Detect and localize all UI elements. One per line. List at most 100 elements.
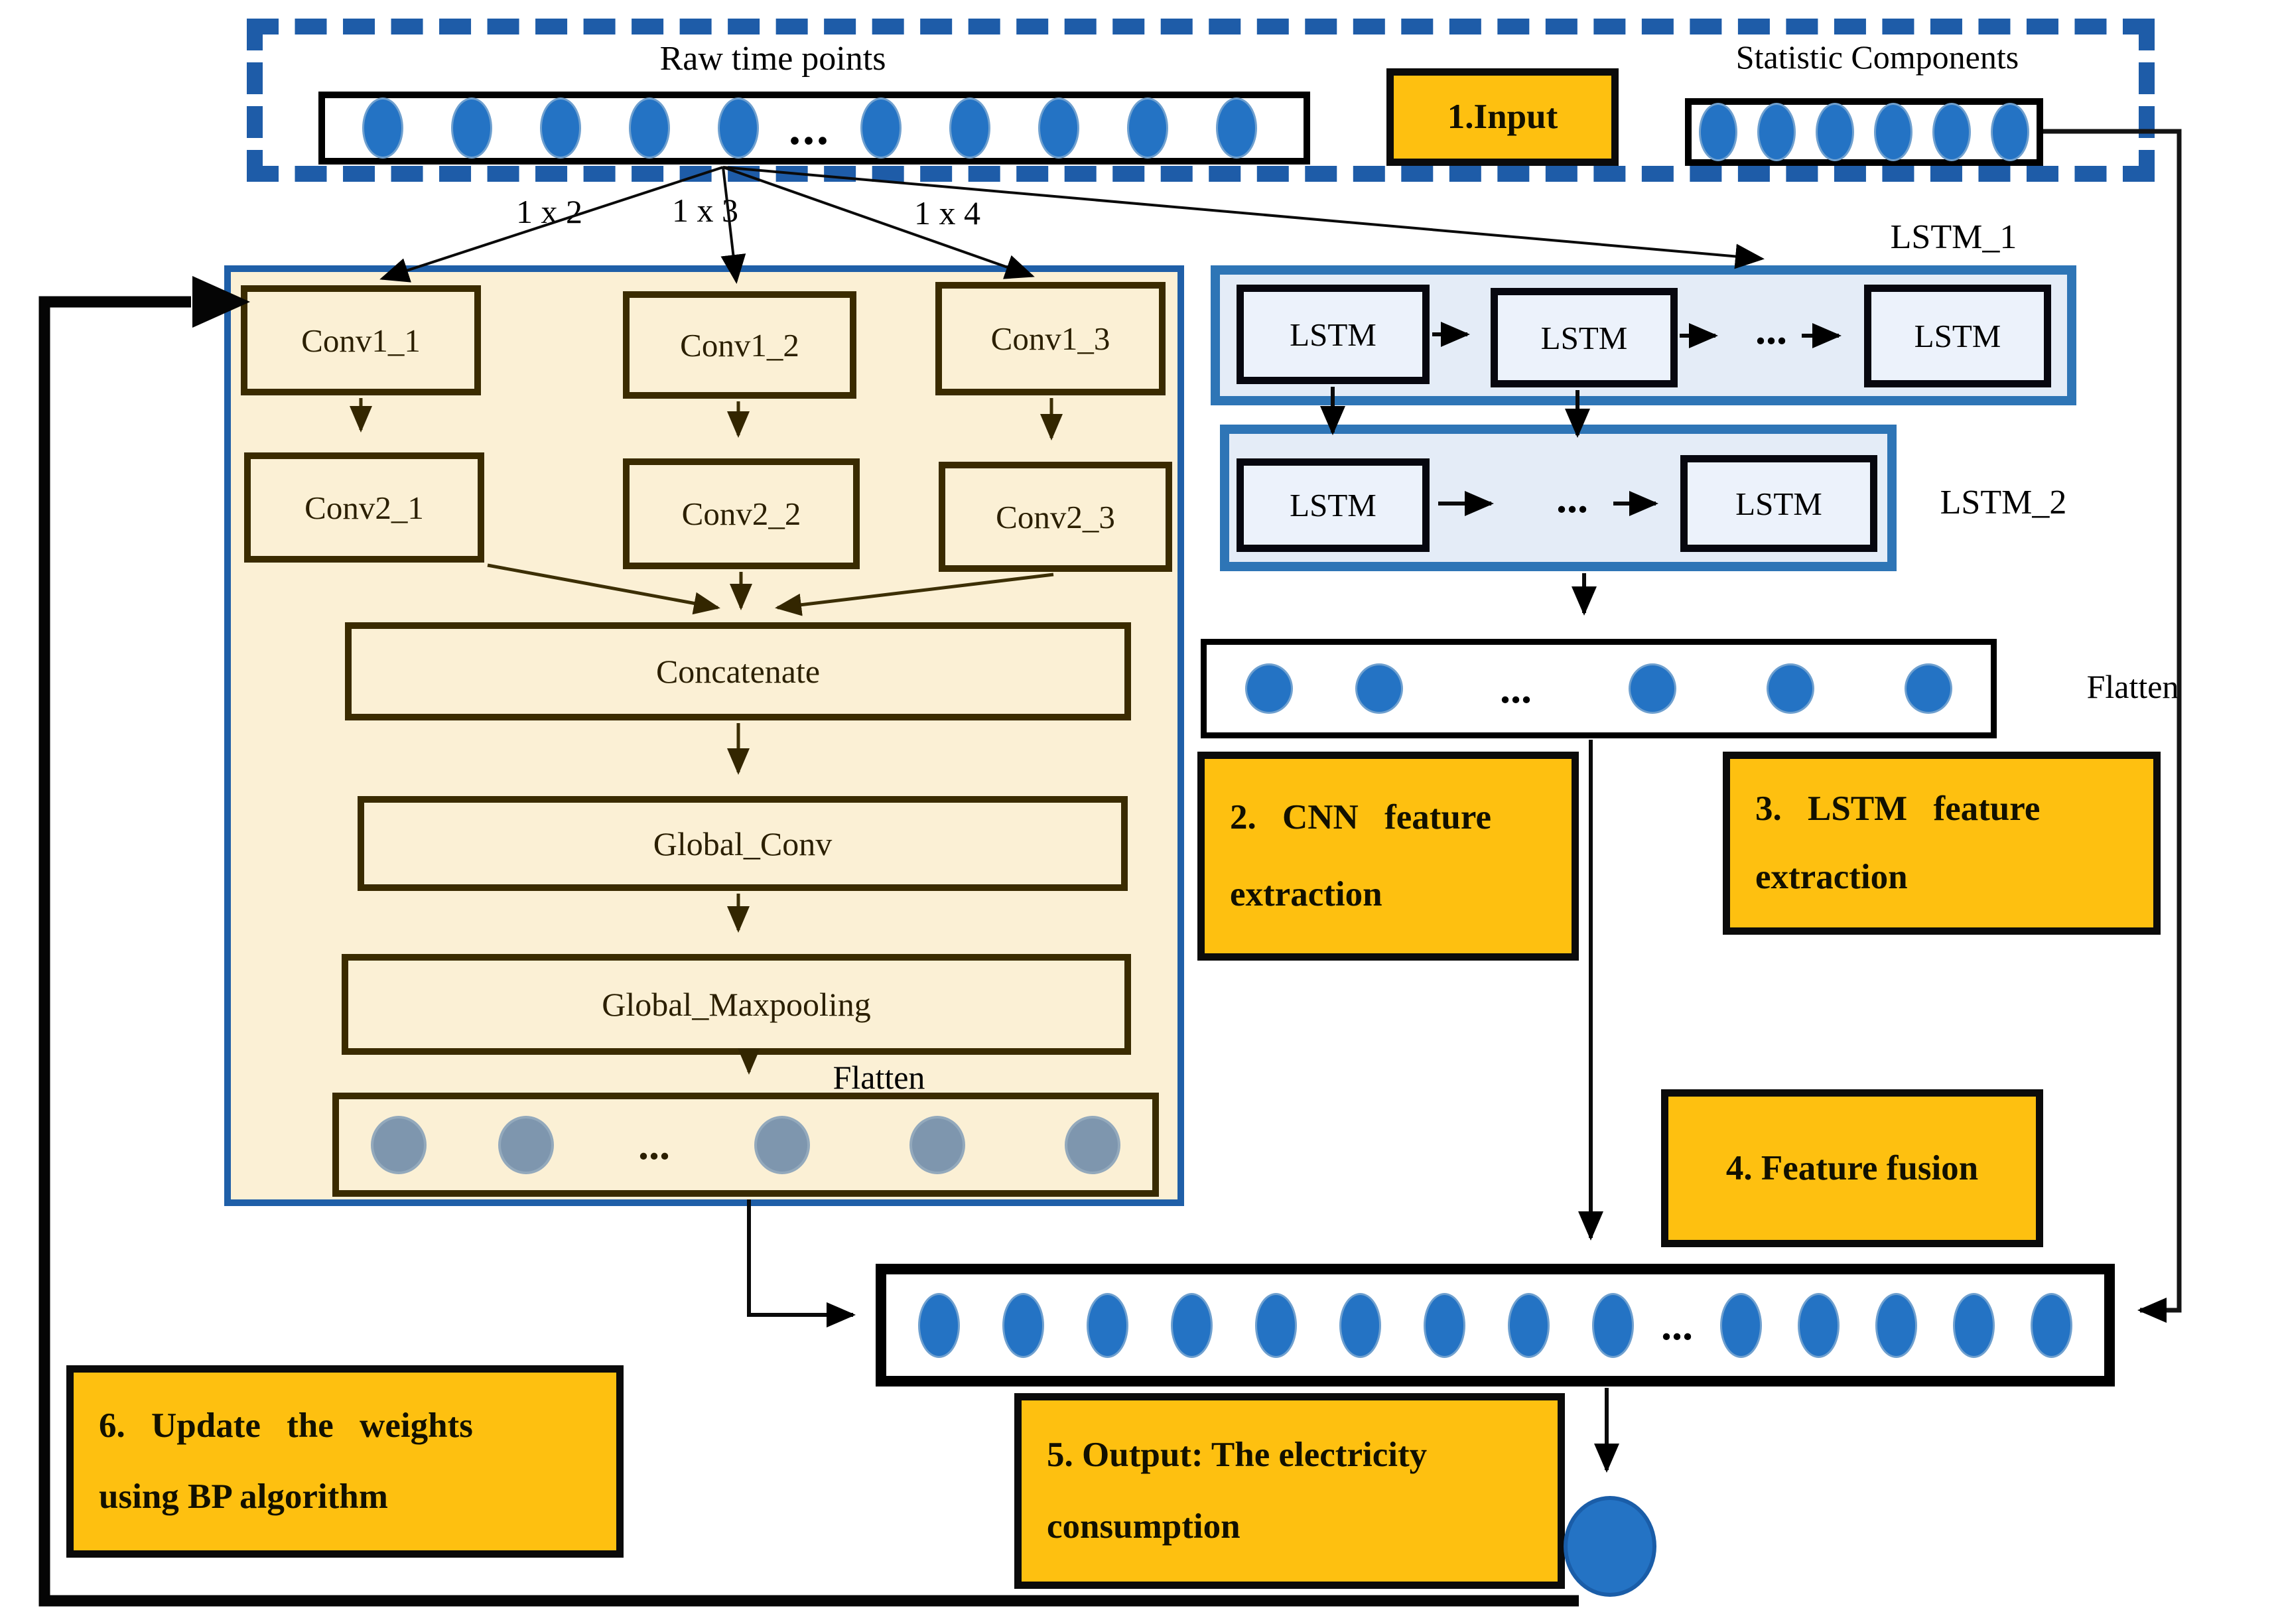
step4-label: 4. Feature fusion — [1725, 1148, 1979, 1187]
conv2-2-label: Conv2_2 — [681, 496, 801, 532]
cnn-dots-right — [754, 1115, 1120, 1174]
raw-time-points-label: Raw time points — [659, 39, 886, 78]
lstm2-cell-2: LSTM — [1680, 455, 1877, 552]
conv1-1-box: Conv1_1 — [241, 285, 481, 395]
lstm1-label: LSTM_1 — [1890, 218, 2017, 256]
node-dot — [1087, 1292, 1128, 1358]
step2-line1: 2. CNN feature — [1230, 798, 1491, 837]
node-dot — [1355, 663, 1403, 714]
kernel-label-1x4: 1 x 4 — [914, 194, 980, 232]
node-dot — [1508, 1292, 1550, 1358]
conv1-2-box: Conv1_2 — [623, 291, 856, 399]
node-dot — [918, 1292, 960, 1358]
lstm-cell-label: LSTM — [1735, 485, 1822, 522]
node-dot — [1002, 1292, 1044, 1358]
lstm1-cell-2: LSTM — [1491, 288, 1678, 387]
output-node-circle — [1564, 1496, 1656, 1597]
node-dot — [1424, 1292, 1465, 1358]
node-dot — [1816, 103, 1854, 161]
lstm1-ellipsis: ... — [1755, 306, 1787, 353]
raw-dots-left — [362, 98, 759, 159]
cnn-flatten-dots-box: ... — [332, 1093, 1159, 1197]
conv1-1-label: Conv1_1 — [301, 322, 421, 359]
node-dot — [1629, 663, 1676, 714]
node-dot — [362, 98, 403, 159]
node-dot — [1699, 103, 1737, 161]
statistic-components-label: Statistic Components — [1735, 38, 2019, 76]
node-dot — [909, 1115, 965, 1174]
node-dot — [1757, 103, 1796, 161]
node-dot — [1592, 1292, 1634, 1358]
global-maxpooling-label: Global_Maxpooling — [602, 986, 871, 1023]
conv2-1-box: Conv2_1 — [244, 452, 484, 563]
step2-cnn-feature-box: 2. CNN feature extraction — [1197, 752, 1579, 961]
raw-time-points-box: ... — [318, 92, 1310, 165]
step6-line2: using BP algorithm — [99, 1477, 388, 1516]
node-dot — [1127, 98, 1168, 159]
node-dot — [1767, 663, 1814, 714]
node-dot — [498, 1115, 554, 1174]
step4-feature-fusion-box: 4. Feature fusion — [1661, 1089, 2043, 1247]
step5-line1: 5. Output: The electricity — [1047, 1435, 1428, 1474]
step5-output-box: 5. Output: The electricity consumption — [1014, 1393, 1565, 1589]
concatenate-label: Concatenate — [655, 653, 821, 690]
node-dot — [718, 98, 759, 159]
node-dot — [1038, 98, 1079, 159]
node-dot — [860, 98, 902, 159]
lstm-cell-label: LSTM — [1914, 318, 2001, 354]
node-dot — [1216, 98, 1257, 159]
step3-line2: extraction — [1755, 857, 1908, 896]
node-dot — [1339, 1292, 1381, 1358]
node-dot — [1798, 1292, 1840, 1358]
node-dot — [1905, 663, 1952, 714]
step6-line1: 6. Update the weights — [99, 1406, 473, 1445]
lstm2-ellipsis: ... — [1556, 474, 1588, 521]
global-conv-box: Global_Conv — [358, 796, 1128, 891]
lstm-cell-label: LSTM — [1540, 319, 1628, 356]
node-dot — [1875, 1292, 1917, 1358]
step3-lstm-feature-box: 3. LSTM feature extraction — [1723, 752, 2161, 935]
step6-update-weights-box: 6. Update the weights using BP algorithm — [66, 1365, 624, 1558]
node-dot — [1245, 663, 1293, 714]
cnn-dots-left — [371, 1115, 554, 1174]
lstm2-label: LSTM_2 — [1940, 483, 2067, 521]
step1-input-label: 1.Input — [1447, 98, 1558, 136]
lstm2-cell-1: LSTM — [1237, 458, 1430, 552]
global-maxpooling-box: Global_Maxpooling — [342, 954, 1131, 1055]
conv2-2-box: Conv2_2 — [623, 458, 860, 569]
cnn-flatten-dots-row: ... — [371, 1099, 1120, 1190]
node-dot — [451, 98, 492, 159]
node-dot — [949, 98, 990, 159]
node-dot — [1953, 1292, 1995, 1358]
cnn-flatten-label: Flatten — [833, 1059, 925, 1096]
lstm-dots-ellipsis: ... — [1500, 665, 1532, 712]
statistic-components-box — [1685, 98, 2043, 166]
conv2-3-box: Conv2_3 — [939, 462, 1172, 572]
node-dot — [540, 98, 581, 159]
lstm-output-dots-box: ... — [1201, 639, 1997, 738]
node-dot — [754, 1115, 810, 1174]
cnn-dots-ellipsis: ... — [638, 1120, 670, 1168]
node-dot — [1065, 1115, 1120, 1174]
step1-input-badge: 1.Input — [1386, 68, 1619, 166]
node-dot — [1874, 103, 1912, 161]
concatenate-box: Concatenate — [345, 622, 1131, 720]
lstm-cell-label: LSTM — [1290, 316, 1376, 353]
lstm-dots-right — [1629, 663, 1952, 714]
conv1-3-label: Conv1_3 — [990, 320, 1110, 357]
fusion-dots-row: ... — [918, 1274, 2072, 1376]
node-dot — [1720, 1292, 1762, 1358]
node-dot — [1171, 1292, 1213, 1358]
lstm-dots-left — [1245, 663, 1403, 714]
cnn-block-container — [224, 265, 1184, 1206]
conv1-2-label: Conv1_2 — [680, 326, 799, 364]
node-dot — [629, 98, 670, 159]
node-dot — [1255, 1292, 1297, 1358]
step3-line1: 3. LSTM feature — [1755, 789, 2041, 829]
raw-dots-row: ... — [362, 98, 1257, 159]
node-dot — [1991, 103, 2029, 161]
step2-line2: extraction — [1230, 874, 1382, 914]
global-conv-label: Global_Conv — [653, 825, 833, 862]
flatten-right-label: Flatten — [2086, 668, 2179, 705]
conv2-1-label: Conv2_1 — [304, 489, 424, 526]
